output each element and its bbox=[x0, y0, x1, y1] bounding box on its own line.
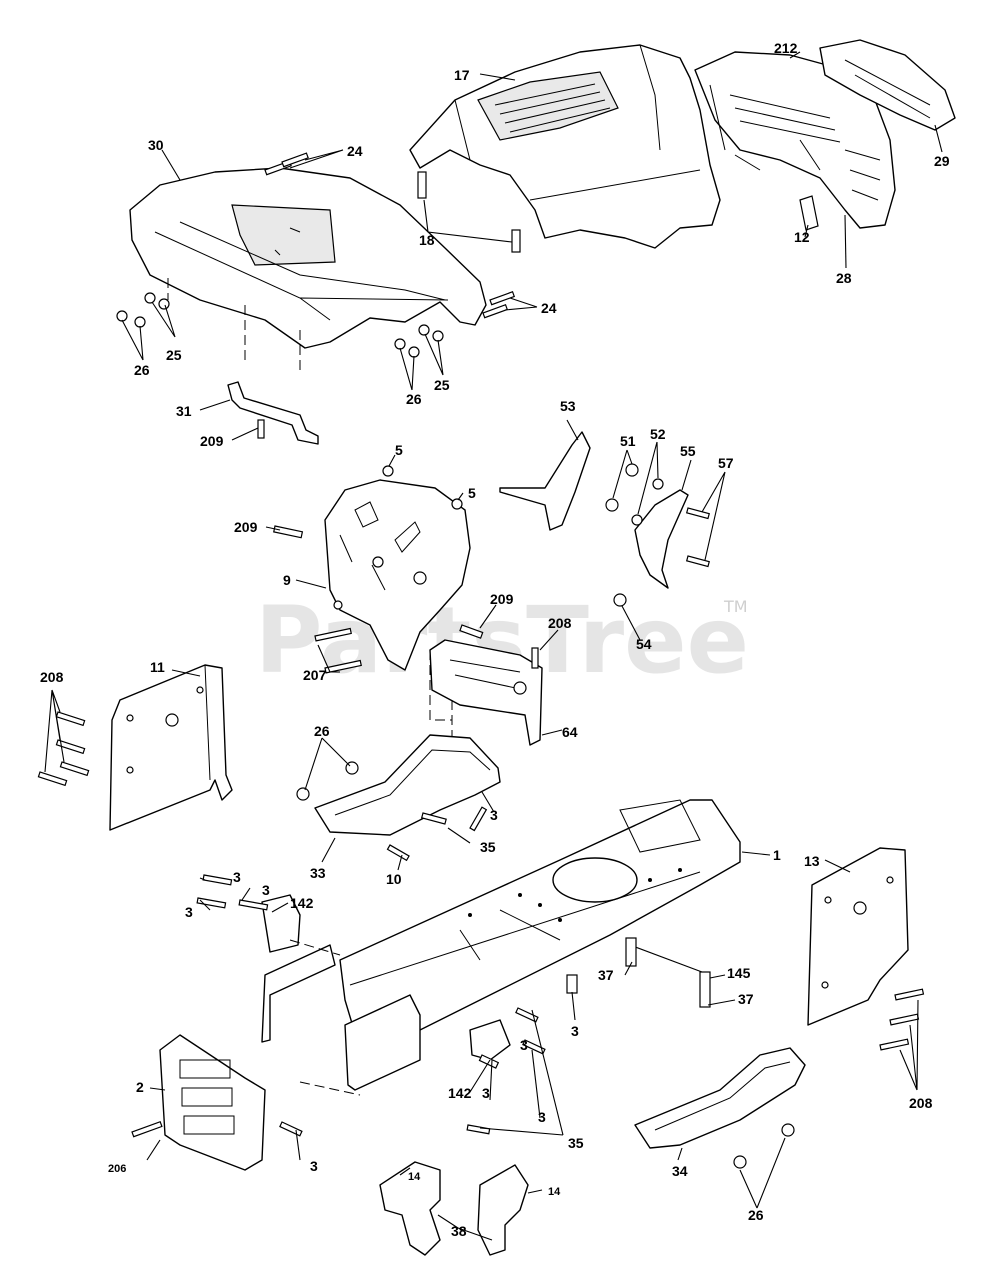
footrest-part-34 bbox=[634, 1047, 806, 1149]
callout-209b: 209 bbox=[234, 519, 258, 535]
callout-38: 38 bbox=[451, 1223, 467, 1239]
callout-11: 11 bbox=[150, 659, 165, 675]
callout-3g: 3 bbox=[482, 1085, 490, 1101]
callout-209a: 209 bbox=[200, 433, 224, 449]
side-panel-part-11 bbox=[109, 664, 233, 831]
callout-26a: 26 bbox=[134, 362, 150, 378]
bumper-part-29 bbox=[819, 39, 956, 131]
callout-3-front: 3 bbox=[310, 1158, 318, 1174]
bracket-part-38 bbox=[379, 1161, 529, 1256]
dash-hardware bbox=[273, 465, 463, 674]
callout-18: 18 bbox=[419, 232, 435, 248]
callout-13: 13 bbox=[804, 853, 820, 869]
callout-54: 54 bbox=[636, 636, 652, 652]
bolt-37 bbox=[699, 971, 711, 1008]
rod-part-145 bbox=[629, 944, 711, 976]
callout-37a: 37 bbox=[598, 967, 614, 983]
callout-25a: 25 bbox=[166, 347, 182, 363]
callout-3h: 3 bbox=[538, 1109, 546, 1125]
callout-3c: 3 bbox=[262, 882, 270, 898]
footrest-part-33 bbox=[314, 734, 501, 836]
nut-26c bbox=[733, 1155, 747, 1169]
callout-3a: 3 bbox=[490, 807, 498, 823]
callout-35b: 35 bbox=[568, 1135, 584, 1151]
callout-3e: 3 bbox=[571, 1023, 579, 1039]
callout-12: 12 bbox=[794, 229, 810, 245]
callout-29: 29 bbox=[934, 153, 950, 169]
callout-207: 207 bbox=[303, 667, 327, 683]
callout-3b: 3 bbox=[233, 869, 241, 885]
callout-26c: 26 bbox=[314, 723, 330, 739]
callout-26b: 26 bbox=[406, 391, 422, 407]
hood-lens-part-18b bbox=[511, 229, 521, 253]
callout-14b: 14 bbox=[548, 1186, 561, 1198]
callout-31: 31 bbox=[176, 403, 192, 419]
callout-14a: 14 bbox=[408, 1171, 421, 1183]
callout-208b: 208 bbox=[40, 669, 64, 685]
bolt-37b bbox=[625, 937, 637, 967]
grille-part-212 bbox=[694, 51, 896, 229]
callout-3d: 3 bbox=[185, 904, 193, 920]
callout-52: 52 bbox=[650, 426, 666, 442]
console-part-64 bbox=[429, 624, 543, 746]
callout-37b: 37 bbox=[738, 991, 754, 1007]
callout-206: 206 bbox=[108, 1163, 126, 1175]
bolts-3-35 bbox=[196, 806, 578, 1137]
bolt-206 bbox=[131, 1120, 163, 1138]
callout-26d: 26 bbox=[748, 1207, 764, 1223]
callout-55: 55 bbox=[680, 443, 696, 459]
callout-209c: 209 bbox=[490, 591, 514, 607]
callout-1: 1 bbox=[773, 847, 781, 863]
nut-26d bbox=[781, 1123, 795, 1137]
callout-25b: 25 bbox=[434, 377, 450, 393]
leader-lines bbox=[44, 51, 943, 1241]
callout-3f: 3 bbox=[520, 1037, 528, 1053]
callout-17: 17 bbox=[454, 67, 470, 83]
callout-34: 34 bbox=[672, 1163, 688, 1179]
callout-5a: 5 bbox=[395, 442, 403, 458]
hood-part-17 bbox=[409, 44, 721, 249]
callout-35a: 35 bbox=[480, 839, 496, 855]
callout-24a: 24 bbox=[347, 143, 363, 159]
bracket-part-55 bbox=[634, 489, 689, 589]
callout-2: 2 bbox=[136, 1079, 144, 1095]
callout-28: 28 bbox=[836, 270, 852, 286]
bracket-part-31 bbox=[227, 381, 319, 445]
callout-64: 64 bbox=[562, 724, 578, 740]
callout-10: 10 bbox=[386, 871, 402, 887]
front-plate-part-2 bbox=[159, 1034, 266, 1171]
callout-145: 145 bbox=[727, 965, 751, 981]
side-panel-part-13 bbox=[807, 847, 909, 1026]
dash-panel-part-9 bbox=[324, 479, 471, 671]
bracket-part-142a bbox=[261, 894, 301, 953]
nut-26b bbox=[296, 787, 310, 801]
callout-30: 30 bbox=[148, 137, 164, 153]
bracket-hardware bbox=[605, 463, 710, 607]
watermark-tm: TM bbox=[723, 597, 748, 616]
callout-142b: 142 bbox=[448, 1085, 472, 1101]
bracket-part-142b bbox=[469, 1019, 511, 1061]
callout-212: 212 bbox=[774, 40, 798, 56]
callout-33: 33 bbox=[310, 865, 326, 881]
bracket-part-53 bbox=[499, 431, 591, 531]
callout-208a: 208 bbox=[548, 615, 572, 631]
callout-53: 53 bbox=[560, 398, 576, 414]
callout-9: 9 bbox=[283, 572, 291, 588]
callout-142a: 142 bbox=[290, 895, 314, 911]
frame-part-1 bbox=[339, 799, 741, 1051]
hood-lens-part-18a bbox=[417, 171, 427, 199]
callout-labels: 17 212 29 30 24 18 12 28 24 25 26 25 26 … bbox=[40, 40, 950, 1239]
bracket-part-12 bbox=[799, 195, 819, 231]
side-panel-bolts-208b bbox=[879, 988, 925, 1051]
callout-208c: 208 bbox=[909, 1095, 933, 1111]
fender-part-30 bbox=[129, 167, 487, 349]
callout-24b: 24 bbox=[541, 300, 557, 316]
callout-51: 51 bbox=[620, 433, 636, 449]
frame-plate-left bbox=[261, 944, 421, 1091]
fender-bolts-24 bbox=[264, 152, 516, 319]
callout-5b: 5 bbox=[468, 485, 476, 501]
side-panel-bolts-208a bbox=[37, 711, 90, 787]
callout-57: 57 bbox=[718, 455, 734, 471]
